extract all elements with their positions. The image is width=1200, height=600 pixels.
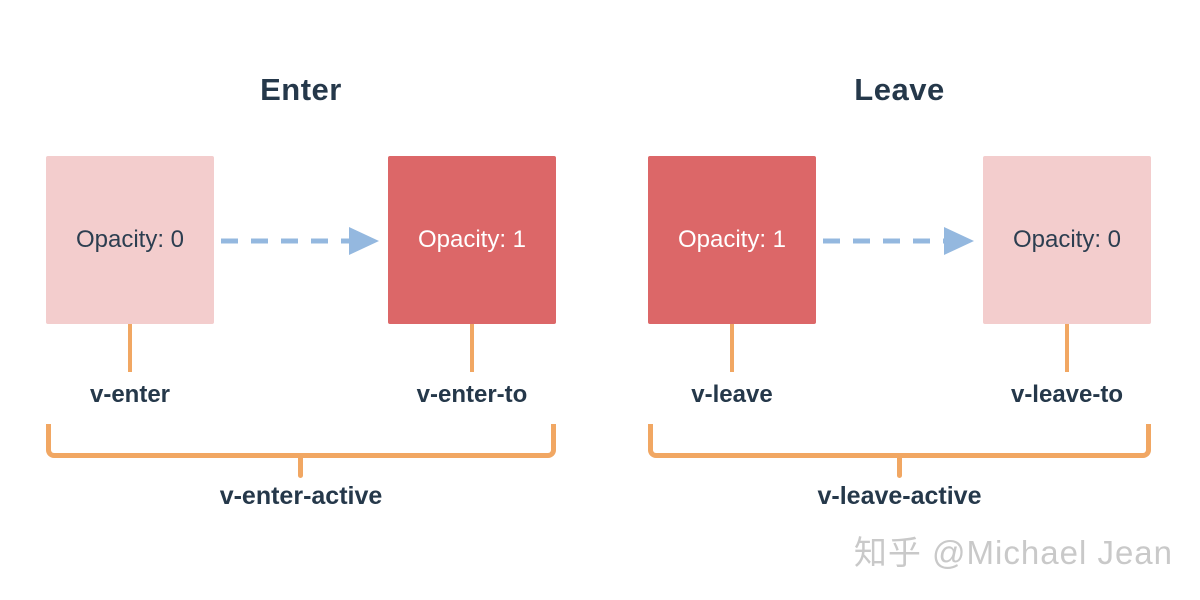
- v-enter-to-label: v-enter-to: [416, 381, 528, 408]
- zhihu-watermark: 知乎 @Michael Jean: [853, 534, 1173, 571]
- enter-active-bracket-tick: [298, 457, 303, 478]
- enter-from-connector-line: [128, 324, 132, 372]
- enter-from-state-box: Opacity: 0: [46, 156, 214, 324]
- leave-active-bracket: [648, 424, 1151, 458]
- leave-to-state-box: Opacity: 0: [983, 156, 1151, 324]
- v-enter-active-label: v-enter-active: [219, 482, 383, 510]
- v-enter-label: v-enter: [89, 381, 171, 408]
- v-leave-to-label: v-leave-to: [1010, 381, 1124, 408]
- leave-from-connector-line: [730, 324, 734, 372]
- enter-to-opacity-label: Opacity: 1: [417, 226, 527, 253]
- leave-from-opacity-label: Opacity: 1: [677, 226, 787, 253]
- dashed-right-arrow-icon: [221, 227, 379, 255]
- enter-active-bracket: [46, 424, 556, 458]
- v-leave-label: v-leave: [691, 381, 773, 408]
- leave-to-opacity-label: Opacity: 0: [1012, 226, 1122, 253]
- leave-section: Leave Opacity: 1 Opacity: 0 v-leave v-le…: [648, 0, 1151, 600]
- enter-to-connector-line: [470, 324, 474, 372]
- v-leave-active-label: v-leave-active: [817, 482, 982, 510]
- enter-section: Enter Opacity: 0 Opacity: 1 v-enter v-en…: [46, 0, 556, 600]
- enter-section-title: Enter: [260, 72, 342, 107]
- leave-active-bracket-tick: [897, 457, 902, 478]
- leave-to-connector-line: [1065, 324, 1069, 372]
- enter-to-state-box: Opacity: 1: [388, 156, 556, 324]
- leave-section-title: Leave: [854, 72, 945, 107]
- leave-from-state-box: Opacity: 1: [648, 156, 816, 324]
- dashed-right-arrow-icon: [823, 227, 974, 255]
- enter-from-opacity-label: Opacity: 0: [75, 226, 185, 253]
